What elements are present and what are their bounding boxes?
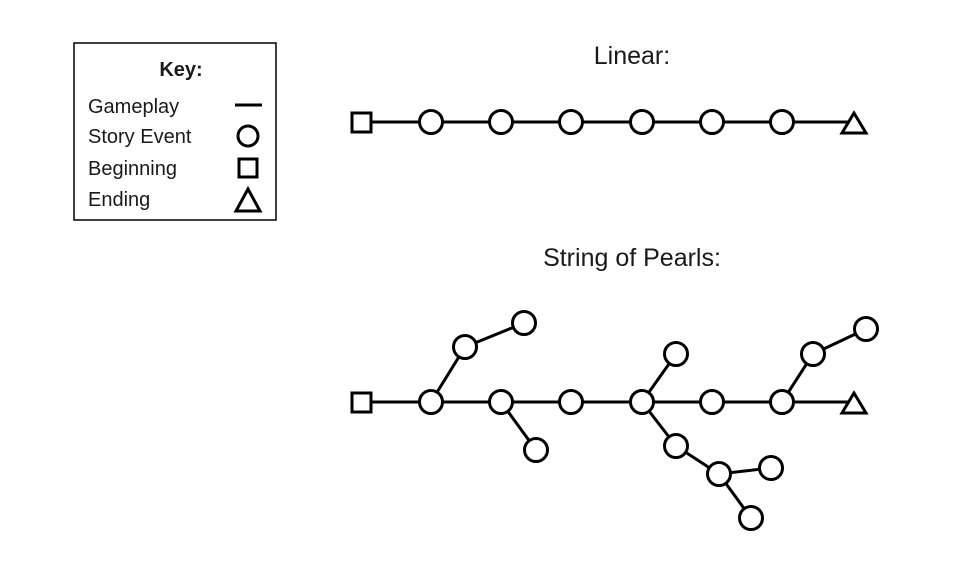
pearls-branch-story-event-node (663, 341, 689, 367)
pearls-branch-story-event-node (706, 461, 732, 487)
pearls-story-event-node (769, 389, 795, 415)
beginning-square-icon (237, 157, 259, 179)
linear-story-event-node (558, 109, 584, 135)
linear-title: Linear: (594, 42, 670, 70)
legend-label-gameplay: Gameplay (88, 96, 179, 118)
pearls-branch-story-event-node (800, 341, 826, 367)
legend-label-ending: Ending (88, 189, 150, 211)
pearls-branch-story-event-node (452, 334, 478, 360)
pearls-story-event-node (558, 389, 584, 415)
pearls-beginning-node (350, 391, 373, 414)
linear-diagram: Linear: (350, 42, 869, 135)
pearls-branch-story-event-node (511, 310, 537, 336)
pearls-branch-story-event-node (523, 437, 549, 463)
linear-ending-node (839, 110, 869, 135)
legend: Key: Gameplay Story Event Beginning Endi… (73, 42, 277, 221)
linear-beginning-node (350, 111, 373, 134)
story-event-circle-icon (236, 124, 260, 148)
pearls-story-event-node (488, 389, 514, 415)
pearls-story-event-node (418, 389, 444, 415)
linear-story-event-node (769, 109, 795, 135)
pearls-branch-story-event-node (853, 316, 879, 342)
pearls-branch-story-event-node (663, 433, 689, 459)
pearls-branch-story-event-node (758, 455, 784, 481)
linear-story-event-node (418, 109, 444, 135)
linear-story-event-node (488, 109, 514, 135)
legend-label-beginning: Beginning (88, 158, 177, 180)
ending-triangle-icon (233, 185, 263, 213)
legend-label-story-event: Story Event (88, 126, 192, 148)
pearls-story-event-node (699, 389, 725, 415)
linear-story-event-node (629, 109, 655, 135)
string-of-pearls-diagram: String of Pearls: (350, 244, 879, 531)
legend-title: Key: (159, 59, 202, 81)
linear-story-event-node (699, 109, 725, 135)
string-of-pearls-title: String of Pearls: (543, 244, 721, 272)
pearls-story-event-node (629, 389, 655, 415)
pearls-ending-node (839, 390, 869, 415)
pearls-branch-story-event-node (738, 505, 764, 531)
